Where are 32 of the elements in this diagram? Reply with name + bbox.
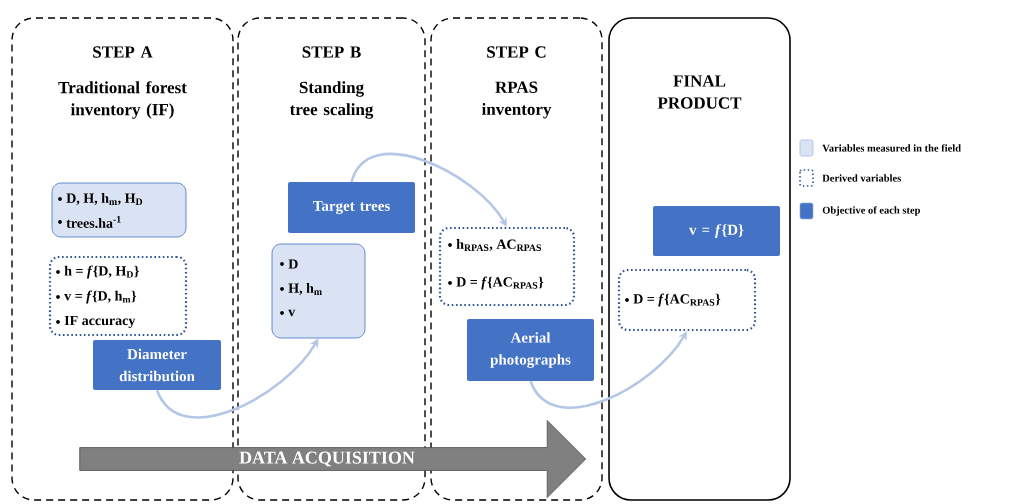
- derived-variables-box: [617, 268, 757, 332]
- curved-arrow: [529, 331, 687, 409]
- step-title: Standing tree scaling: [289, 81, 374, 119]
- legend-label: Derived variables: [822, 174, 901, 182]
- legend-label: Objective of each step: [822, 206, 921, 216]
- step-title: RPAS inventory: [481, 81, 552, 119]
- step-heading: STEP A: [93, 46, 153, 58]
- objective-box: v = f{D}: [653, 206, 780, 256]
- list-item: D, H, h$_{m}$, H$_{D}$: [58, 193, 143, 205]
- objective-box: Aerial photographs: [467, 319, 594, 381]
- step-heading: FINAL PRODUCT: [657, 75, 742, 109]
- objective-box: Diameter distribution: [93, 340, 221, 390]
- list-item: D = f{AC$_{RPAS}$}: [625, 293, 721, 307]
- curved-arrow: [350, 152, 507, 227]
- step-heading: STEP B: [302, 46, 361, 58]
- list-item: h = f{D, H$_{D}$}: [56, 265, 139, 279]
- measured-variables-box: [271, 243, 366, 339]
- list-item: trees.ha$^{-1}$: [58, 216, 121, 228]
- list-item: D: [280, 259, 298, 269]
- legend-label: Variables measured in the field: [822, 144, 961, 152]
- list-item: v = f{D, h$_{m}$}: [56, 290, 137, 304]
- objective-box: Target trees: [288, 182, 415, 233]
- step-heading: STEP C: [487, 46, 546, 58]
- list-item: v: [280, 309, 296, 317]
- derived-variables-box: [438, 226, 576, 307]
- step-title: Traditional forest inventory (IF): [58, 81, 187, 119]
- measured-variables-box: [51, 182, 187, 238]
- list-item: h$_{RPAS}$, AC$_{RPAS}$: [448, 239, 542, 251]
- list-item: IF accuracy: [56, 315, 136, 329]
- list-item: D = f{AC$_{RPAS}$}: [448, 276, 544, 290]
- list-item: H, h$_{m}$: [280, 283, 322, 295]
- derived-variables-box: [48, 255, 188, 337]
